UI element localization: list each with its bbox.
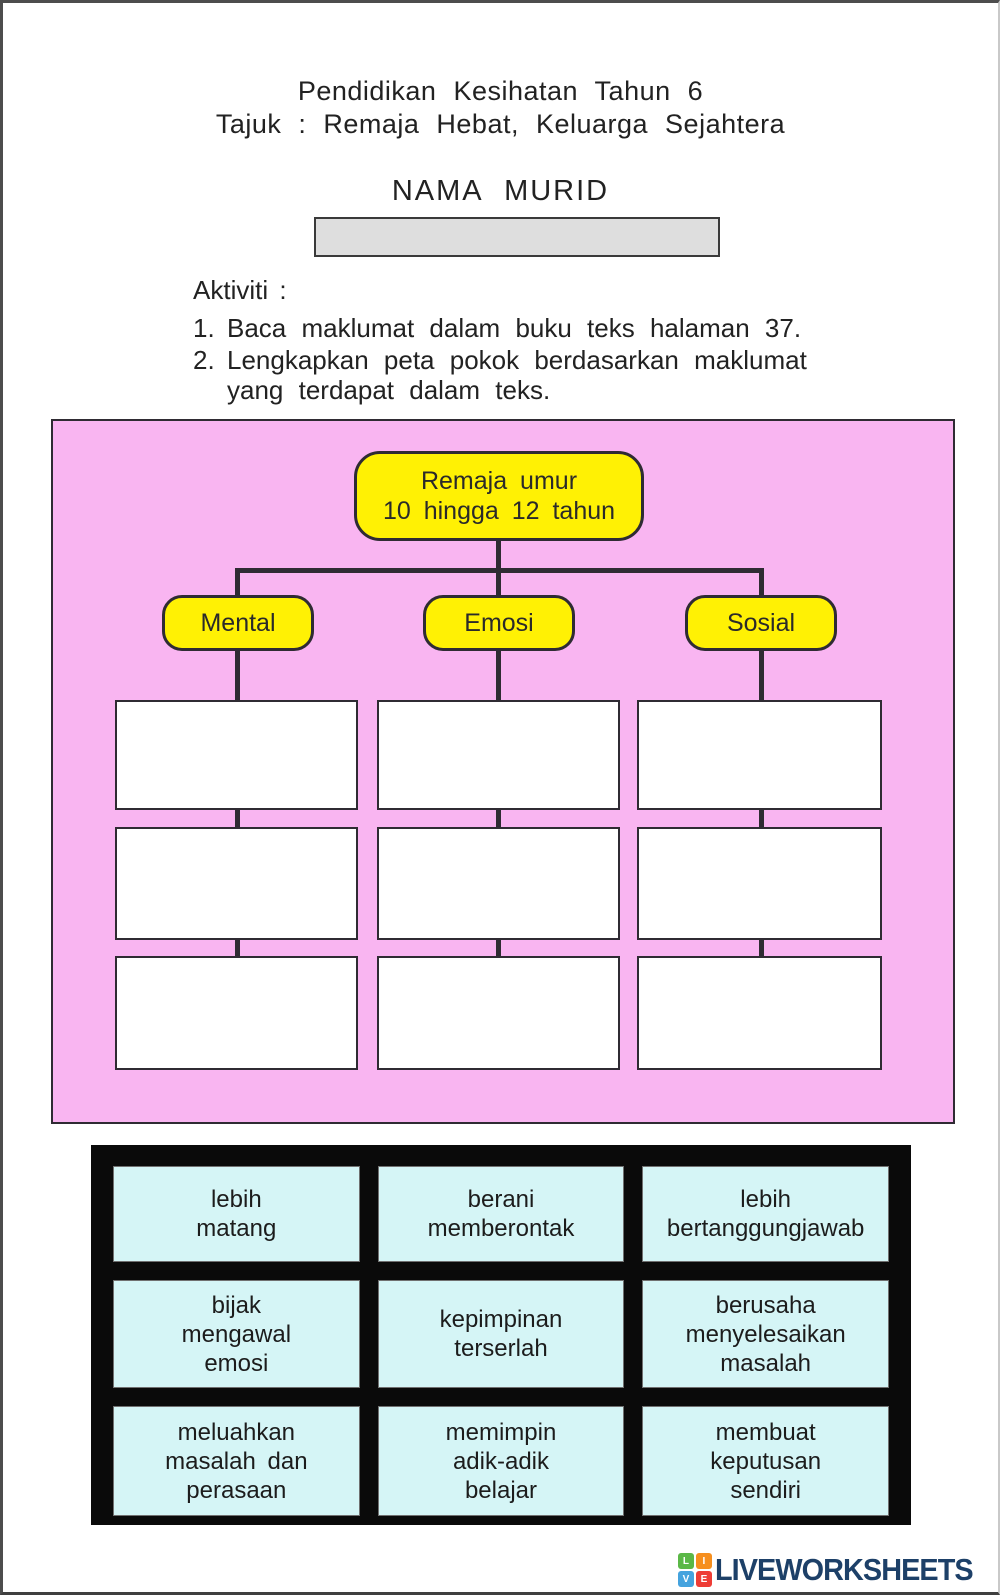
logo-tile-v: V xyxy=(677,1571,694,1587)
answer-chip[interactable]: berusaha menyelesaikan masalah xyxy=(642,1280,889,1388)
logo-tile-l: L xyxy=(677,1553,694,1569)
connector-line xyxy=(235,940,240,956)
activity-item-1-text: Baca maklumat dalam buku teks halaman 37… xyxy=(227,313,802,343)
activity-item-2-text: Lengkapkan peta pokok berdasarkan maklum… xyxy=(227,345,807,405)
answer-chip[interactable]: lebih matang xyxy=(113,1166,360,1262)
tree-branch-emosi: Emosi xyxy=(423,595,575,651)
answer-chip[interactable]: meluahkan masalah dan perasaan xyxy=(113,1406,360,1516)
header: Pendidikan Kesihatan Tahun 6 Tajuk : Rem… xyxy=(3,75,998,141)
connector-line xyxy=(759,568,764,597)
connector-line xyxy=(759,940,764,956)
tree-slot-sosial-3[interactable] xyxy=(637,956,882,1070)
answer-bank: lebih matang berani memberontak lebih be… xyxy=(91,1145,911,1525)
tree-branch-mental: Mental xyxy=(162,595,314,651)
connector-line xyxy=(496,568,501,597)
student-name-label: NAMA MURID xyxy=(391,175,610,207)
logo-tile-i: I xyxy=(695,1553,712,1569)
connector-line xyxy=(496,651,501,701)
tree-slot-mental-1[interactable] xyxy=(115,700,358,810)
tree-slot-emosi-3[interactable] xyxy=(377,956,620,1070)
activity-item-1-number: 1. xyxy=(193,313,215,343)
tree-root-node: Remaja umur 10 hingga 12 tahun xyxy=(354,451,644,541)
connector-line xyxy=(235,651,240,701)
student-name-input[interactable] xyxy=(314,217,720,257)
activity-item-2: 2. Lengkapkan peta pokok berdasarkan mak… xyxy=(193,345,873,405)
tree-branch-sosial: Sosial xyxy=(685,595,837,651)
liveworksheets-logo-icon: L I V E xyxy=(677,1553,712,1587)
liveworksheets-logo: L I V E LIVEWORKSHEETS xyxy=(677,1552,992,1588)
connector-line xyxy=(759,651,764,701)
answer-chip[interactable]: bijak mengawal emosi xyxy=(113,1280,360,1388)
connector-line xyxy=(496,539,501,570)
answer-chip[interactable]: membuat keputusan sendiri xyxy=(642,1406,889,1516)
connector-line xyxy=(235,568,240,597)
activity-item-1: 1. Baca maklumat dalam buku teks halaman… xyxy=(193,313,873,343)
connector-line xyxy=(496,940,501,956)
connector-line xyxy=(496,810,501,827)
connector-line xyxy=(759,810,764,827)
activity-heading: Aktiviti : xyxy=(193,275,287,305)
worksheet-subtitle: Tajuk : Remaja Hebat, Keluarga Sejahtera xyxy=(215,109,786,139)
worksheet-title: Pendidikan Kesihatan Tahun 6 xyxy=(297,76,704,106)
tree-map-panel: Remaja umur 10 hingga 12 tahun Mental Em… xyxy=(51,419,955,1124)
activity-item-2-number: 2. xyxy=(193,345,215,375)
tree-slot-mental-3[interactable] xyxy=(115,956,358,1070)
tree-slot-sosial-2[interactable] xyxy=(637,827,882,940)
logo-tile-e: E xyxy=(695,1571,712,1587)
tree-slot-emosi-1[interactable] xyxy=(377,700,620,810)
answer-chip[interactable]: kepimpinan terserlah xyxy=(377,1280,625,1388)
tree-slot-sosial-1[interactable] xyxy=(637,700,882,810)
answer-chip[interactable]: memimpin adik-adik belajar xyxy=(377,1406,625,1516)
tree-slot-emosi-2[interactable] xyxy=(377,827,620,940)
connector-line xyxy=(235,810,240,827)
answer-chip[interactable]: lebih bertanggungjawab xyxy=(642,1166,889,1262)
activity-section: Aktiviti : 1. Baca maklumat dalam buku t… xyxy=(193,275,873,407)
tree-slot-mental-2[interactable] xyxy=(115,827,358,940)
answer-chip[interactable]: berani memberontak xyxy=(377,1166,625,1262)
liveworksheets-logo-text: LIVEWORKSHEETS xyxy=(714,1552,974,1587)
